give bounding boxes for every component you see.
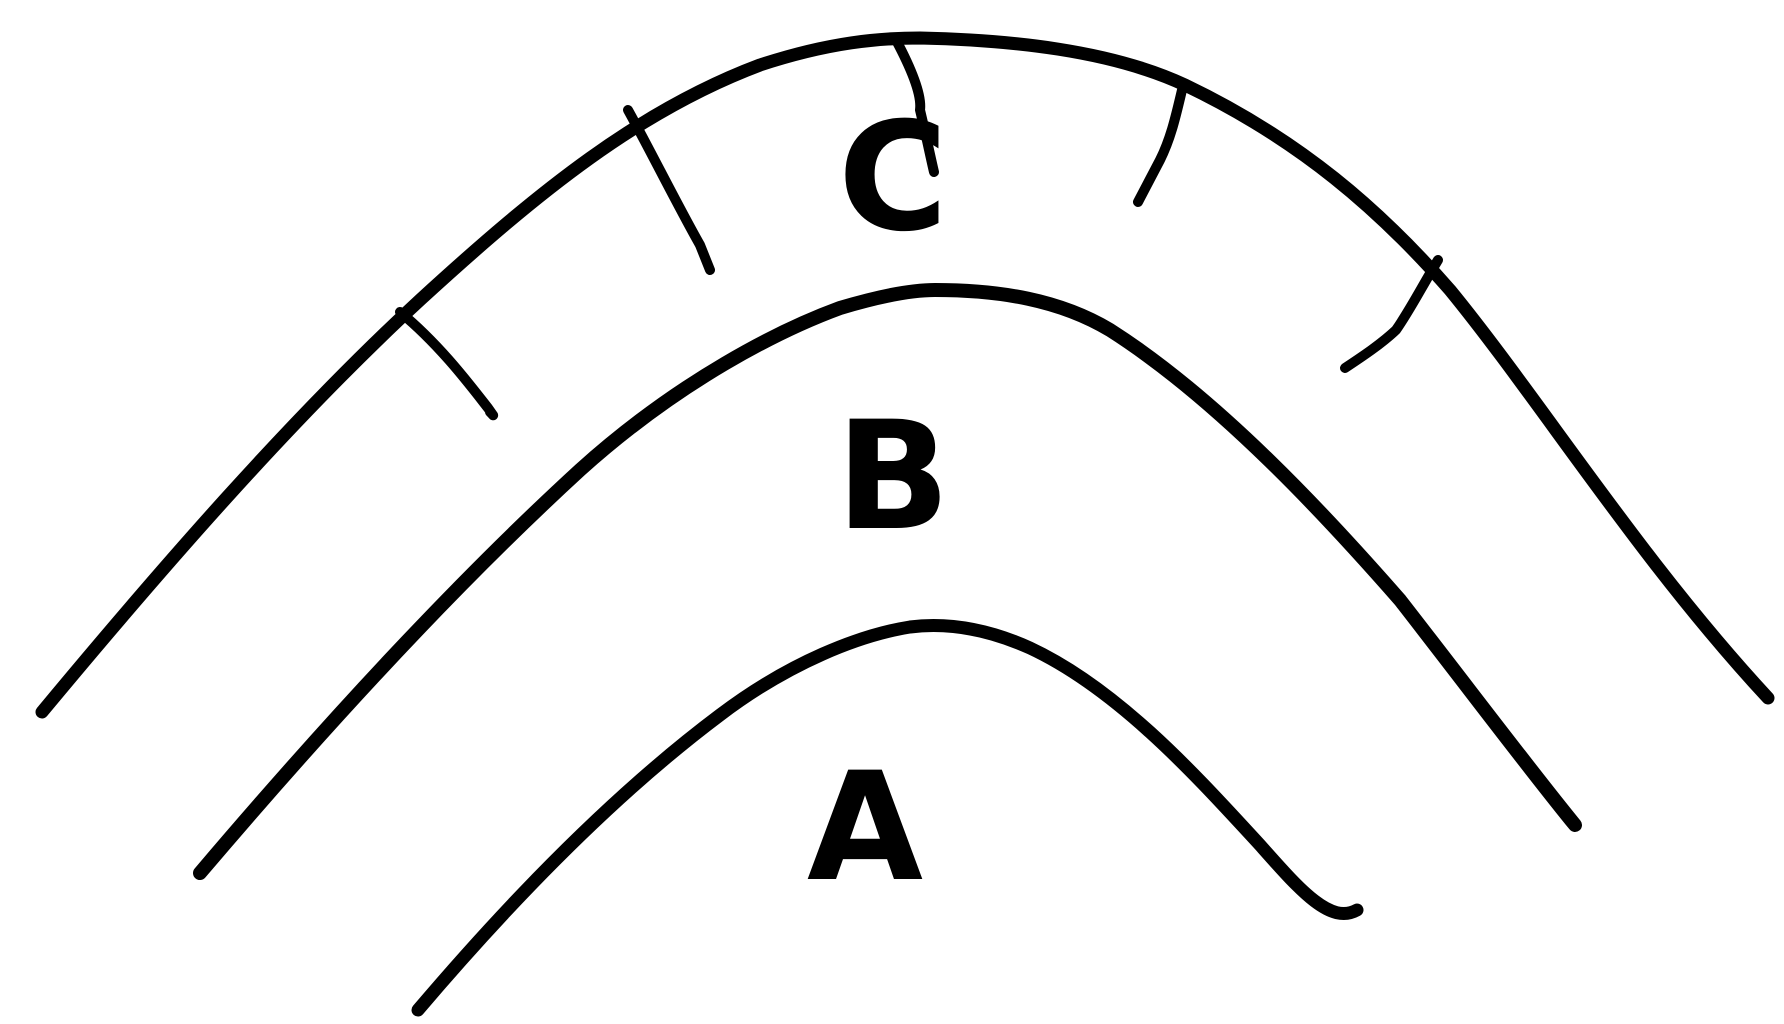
layer-label-a: A [807,741,923,915]
layer-label-b: B [836,390,950,564]
fracture-mark-1 [400,312,493,415]
fracture-mark-2 [628,110,710,270]
layer-label-c: C [838,91,948,265]
fracture-mark-4 [1138,90,1182,202]
fracture-mark-5 [1345,260,1438,368]
